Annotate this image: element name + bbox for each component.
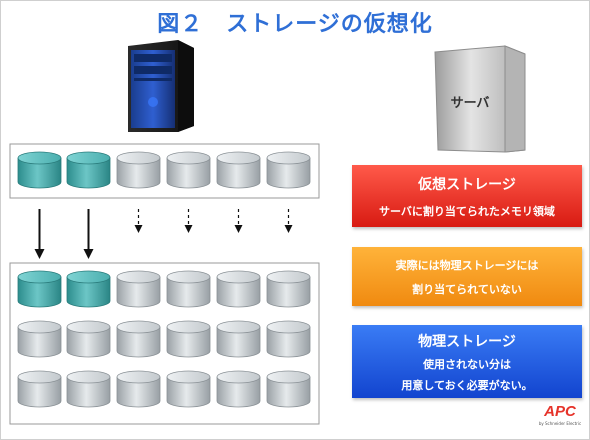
physical-storage-line-2: 用意しておく必要がない。 — [401, 379, 533, 392]
physical-storage-line-1: 使用されない分は — [423, 358, 511, 371]
physical-disk-r2-c6 — [266, 320, 311, 358]
virtual-storage-frame — [9, 143, 320, 199]
apc-logo: APC by Schneider Electric — [537, 403, 583, 431]
virtual-disk-3 — [116, 151, 161, 189]
server-label: サーバ — [451, 96, 490, 111]
apc-logo-text: APC — [544, 403, 576, 420]
physical-disk-r3-c6 — [266, 370, 311, 408]
physical-disk-r3-c2 — [66, 370, 111, 408]
virtual-disk-5 — [216, 151, 261, 189]
virtual-storage-desc: サーバに割り当てられたメモリ領域 — [379, 205, 555, 218]
virtual-disk-2 — [66, 151, 111, 189]
physical-disk-r2-c4 — [166, 320, 211, 358]
physical-disk-r3-c1 — [17, 370, 62, 408]
physical-disk-r2-c5 — [216, 320, 261, 358]
appliance-server-icon: サーバ — [434, 45, 526, 153]
physical-disk-r1-c1 — [17, 270, 62, 308]
physical-disk-r1-c5 — [216, 270, 261, 308]
physical-disk-r1-c3 — [116, 270, 161, 308]
unallocated-callout: 実際には物理ストレージには 割り当てられていない — [352, 247, 582, 306]
virtual-storage-title: 仮想ストレージ — [418, 177, 516, 193]
physical-disk-r2-c1 — [17, 320, 62, 358]
physical-disk-r2-c2 — [66, 320, 111, 358]
unallocated-line-1: 実際には物理ストレージには — [395, 259, 539, 272]
virtual-disk-6 — [266, 151, 311, 189]
physical-disk-r1-c4 — [166, 270, 211, 308]
apc-logo-sub: by Schneider Electric — [538, 421, 582, 426]
physical-storage-callout: 物理ストレージ 使用されない分は 用意しておく必要がない。 — [352, 325, 582, 398]
unallocated-line-2: 割り当てられていない — [412, 283, 522, 296]
physical-disk-r3-c4 — [166, 370, 211, 408]
physical-disk-r1-c2 — [66, 270, 111, 308]
physical-disk-r3-c3 — [116, 370, 161, 408]
tower-server-icon — [128, 40, 194, 132]
physical-disk-r1-c6 — [266, 270, 311, 308]
physical-storage-title: 物理ストレージ — [418, 334, 516, 350]
virtual-disk-4 — [166, 151, 211, 189]
physical-storage-frame — [9, 262, 320, 425]
physical-disk-r3-c5 — [216, 370, 261, 408]
virtual-storage-callout: 仮想ストレージ サーバに割り当てられたメモリ領域 — [352, 165, 582, 227]
virtual-disk-1 — [17, 151, 62, 189]
physical-disk-r2-c3 — [116, 320, 161, 358]
page-title: 図２ ストレージの仮想化 — [157, 12, 433, 37]
